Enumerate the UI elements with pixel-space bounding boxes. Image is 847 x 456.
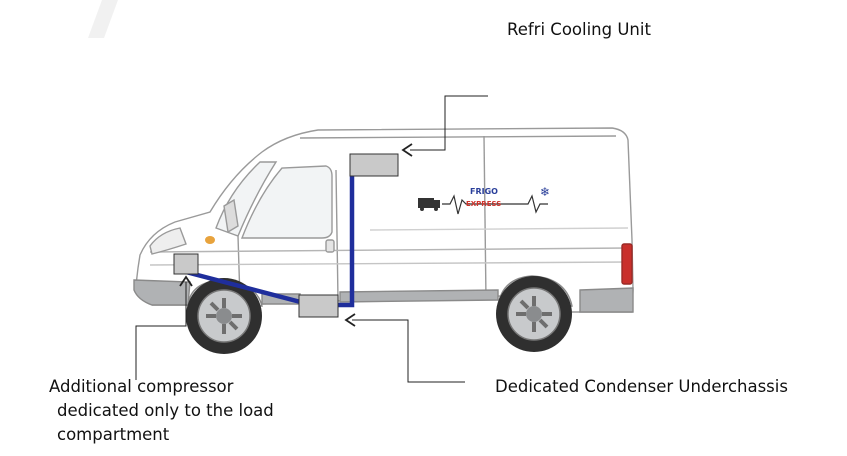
leader-cooling-unit [401,95,488,157]
label-additional-compressor: Additional compressor dedicated only to … [49,375,274,447]
headlight [149,227,187,255]
logo-text-frigo: FRIGO [470,187,498,196]
label-dedicated-condenser: Dedicated Condenser Underchassis [495,377,788,396]
leader-compressor [135,275,193,380]
door-handle [325,239,335,253]
label-compressor-line-2: dedicated only to the load [57,401,274,420]
condenser-box [298,294,339,318]
rear-wheel [496,276,572,352]
logo-snowflake-icon: ❄ [540,185,550,199]
label-compressor-line-1: Additional compressor [49,377,234,396]
front-wheel [186,278,262,354]
tail-light [621,243,633,285]
rear-bumper [579,287,634,313]
front-indicator [205,236,215,244]
body-crease-2 [149,261,629,266]
cooling-unit-box [349,153,399,177]
logo-heartbeat-line [442,194,548,215]
side-window [240,165,333,239]
body-crease-3 [369,227,629,231]
arrow-compressor [179,275,193,287]
frigo-express-logo: ❄ FRIGO EXPRESS [418,185,550,215]
arrow-condenser [344,313,356,327]
label-refri-cooling-unit: Refri Cooling Unit [507,20,651,39]
leader-condenser [344,313,465,383]
label-compressor-line-3: compartment [57,425,170,444]
watermark-mark [88,0,118,38]
logo-text-express: EXPRESS [466,200,501,208]
sliding-door-line [483,135,487,301]
logo-truck-icon [418,198,440,211]
compressor-box [173,253,199,275]
side-skirt-rear [339,289,499,303]
roof-line [299,135,617,139]
side-mirror [223,198,239,234]
arrow-cooling-unit [401,143,413,157]
body-crease-1 [149,247,629,253]
front-bumper [133,279,191,306]
